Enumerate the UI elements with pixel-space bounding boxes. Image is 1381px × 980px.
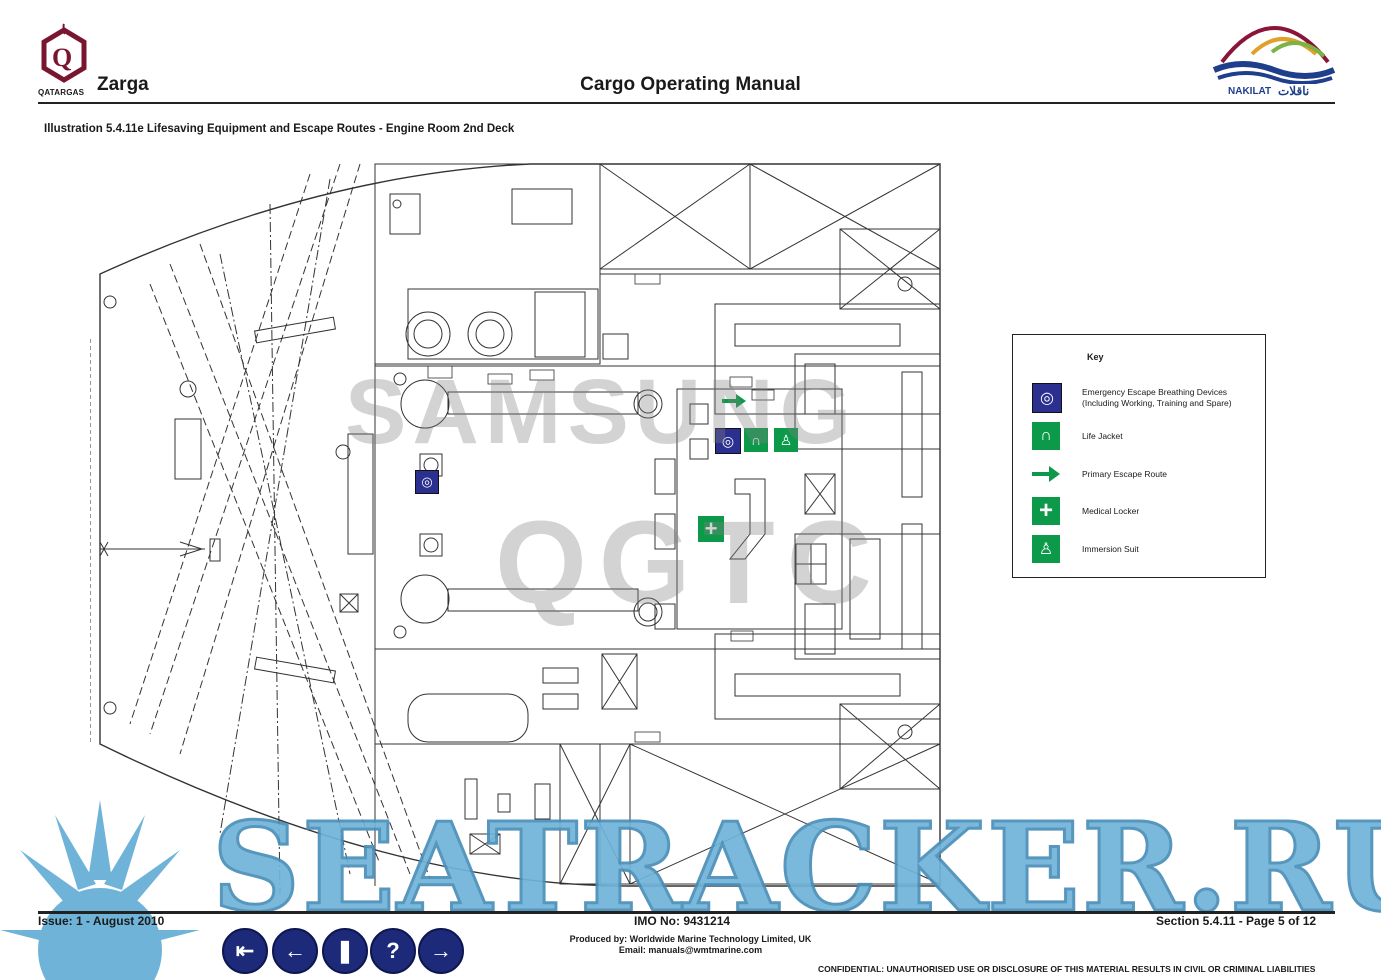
illustration-title: Illustration 5.4.11e Lifesaving Equipmen… (44, 123, 515, 135)
escape-arrow-icon (722, 394, 746, 408)
eebd-icon: ◎ (715, 428, 741, 454)
back-button[interactable]: ← (272, 928, 318, 974)
legend-label: Emergency Escape Breathing Devices (1082, 387, 1228, 397)
immersion-suit-icon: ♙ (1032, 535, 1060, 563)
footer-section-page: Section 5.4.11 - Page 5 of 12 (1156, 914, 1317, 928)
legend-item-immersion-suit: ♙ Immersion Suit (1032, 534, 1139, 564)
watermark-samsung: SAMSUNG (345, 361, 858, 463)
watermark-qgtc: QGTC (495, 497, 884, 629)
legend-title: Key (1087, 352, 1104, 362)
qatargas-logo-text: QATARGAS (38, 88, 85, 97)
footer-confidential: CONFIDENTIAL: UNAUTHORISED USE OR DISCLO… (818, 964, 1316, 974)
bookmark-icon: ❚ (335, 938, 355, 963)
svg-text:Q: Q (52, 43, 72, 72)
qatargas-logo: Q (41, 23, 87, 83)
legend-item-life-jacket: ∩ Life Jacket (1032, 421, 1123, 451)
watermark-seatracker: SEATRACKER.RU (211, 794, 1381, 941)
engine-room-deck-plan (90, 163, 941, 894)
vessel-name: Zarga (97, 74, 149, 95)
life-jacket-icon: ∩ (1032, 422, 1060, 450)
footer-issue: Issue: 1 - August 2010 (38, 914, 165, 928)
life-jacket-icon: ∩ (744, 428, 768, 452)
escape-arrow-icon (1032, 460, 1060, 488)
legend-sublabel: (Including Working, Training and Spare) (1082, 398, 1232, 408)
manual-title: Cargo Operating Manual (580, 74, 801, 95)
legend-item-medical-locker: + Medical Locker (1032, 496, 1139, 526)
legend-label: Immersion Suit (1082, 543, 1139, 554)
immersion-suit-icon: ♙ (774, 428, 798, 452)
help-button[interactable]: ? (370, 928, 416, 974)
eebd-icon: ◎ (1032, 383, 1062, 413)
legend-item-escape-route: Primary Escape Route (1032, 459, 1167, 489)
nakilat-logo-arabic: ناقلات (1278, 84, 1310, 98)
footer-imo: IMO No: 9431214 (634, 914, 731, 928)
legend-item-eebd: ◎ Emergency Escape Breathing Devices (In… (1032, 383, 1232, 413)
nakilat-logo (1212, 26, 1336, 84)
help-icon: ? (386, 938, 400, 963)
arrow-left-icon: ← (284, 938, 306, 963)
first-page-icon: ⇤ (235, 938, 255, 963)
nakilat-logo-text: NAKILAT (1228, 86, 1272, 97)
next-button[interactable]: → (418, 928, 464, 974)
arrow-right-icon: → (430, 938, 452, 963)
footer-divider (38, 911, 1335, 914)
legend-label: Life Jacket (1082, 430, 1123, 441)
first-page-button[interactable]: ⇤ (222, 928, 268, 974)
contents-button[interactable]: ❚ (322, 928, 368, 974)
eebd-icon: ◎ (415, 470, 439, 494)
footer-email: Email: manuals@wmtmarine.com (618, 945, 763, 955)
footer-produced-by: Produced by: Worldwide Marine Technology… (569, 934, 812, 944)
medical-cross-icon: + (698, 516, 724, 542)
legend-label: Primary Escape Route (1082, 468, 1168, 479)
medical-cross-icon: + (1032, 497, 1060, 525)
legend-label: Medical Locker (1082, 505, 1140, 516)
header-divider (38, 102, 1335, 104)
